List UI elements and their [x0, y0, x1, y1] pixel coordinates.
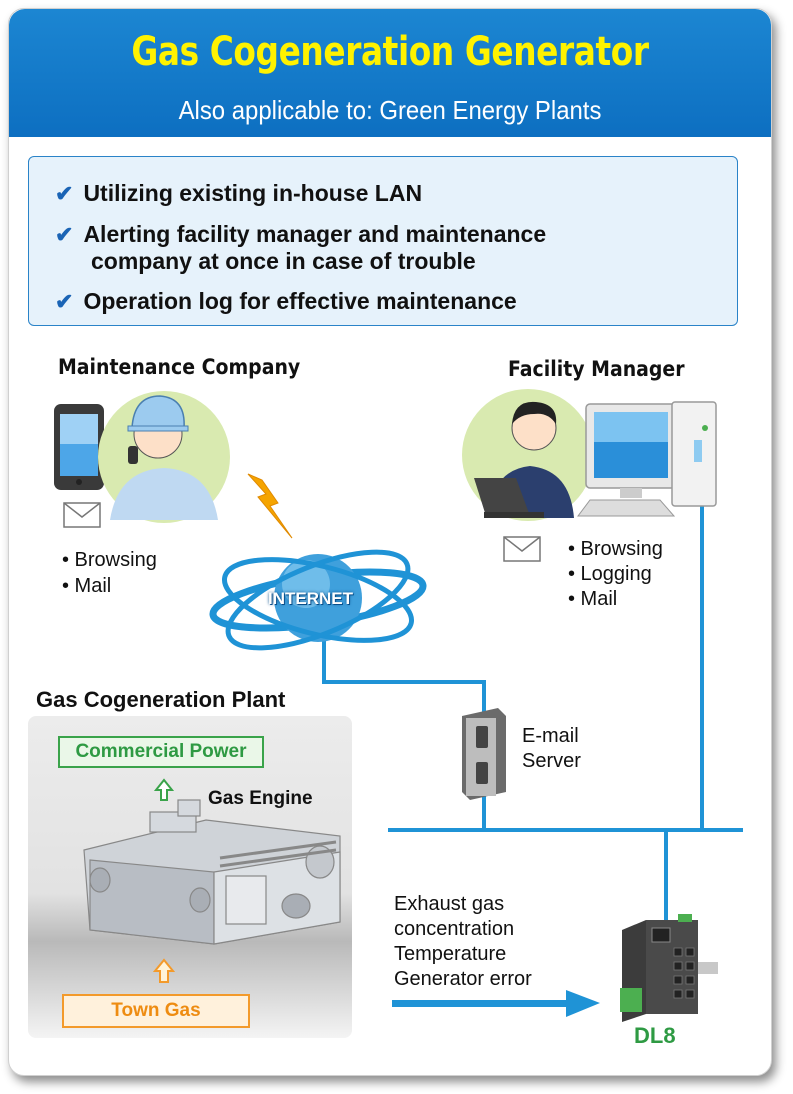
gas-engine-label: Gas Engine: [208, 788, 313, 809]
page-title: Gas Cogeneration Generator: [131, 29, 649, 75]
dl8-device-icon: [620, 914, 718, 1022]
email-server-icon: [462, 708, 506, 800]
signal-exhaust-gas: Exhaust gas: [394, 893, 505, 915]
signal-concentration: concentration: [394, 918, 515, 940]
mail-icon: [63, 502, 101, 528]
internet-label: INTERNET: [268, 589, 353, 608]
device-label: DL8: [634, 1023, 676, 1048]
signal-generator-error: Generator error: [394, 968, 532, 990]
commercial-power-label: Commercial Power: [58, 736, 264, 768]
signal-temperature: Temperature: [394, 943, 507, 965]
email-server-label-line2: Server: [522, 750, 581, 772]
maintenance-item-mail: • Mail: [62, 575, 112, 597]
check-icon: ✔: [55, 222, 74, 247]
page-subtitle: Also applicable to: Green Energy Plants: [178, 95, 602, 125]
facility-item-logging: • Logging: [568, 563, 652, 585]
facility-manager-icon: [462, 389, 594, 521]
maintenance-worker-icon: [98, 391, 230, 523]
feature-item-continued: company at once in case of trouble: [91, 248, 476, 274]
check-icon: ✔: [55, 181, 74, 206]
facility-manager-title: Facility Manager: [508, 357, 685, 381]
town-gas-label: Town Gas: [62, 994, 250, 1028]
check-icon: ✔: [55, 289, 74, 314]
lightning-icon: [247, 473, 293, 539]
network-lines: [322, 505, 743, 924]
mail-icon: [503, 536, 541, 562]
plant-title: Gas Cogeneration Plant: [36, 687, 286, 712]
header-banner: Gas Cogeneration Generator Also applicab…: [9, 9, 771, 137]
maintenance-item-browsing: • Browsing: [62, 549, 157, 571]
feature-item: ✔Alerting facility manager and maintenan…: [55, 221, 547, 247]
feature-item: ✔Utilizing existing in-house LAN: [55, 180, 423, 206]
features-box: ✔Utilizing existing in-house LAN ✔Alerti…: [28, 156, 738, 326]
feature-item: ✔Operation log for effective maintenance: [55, 288, 517, 314]
signal-arrow: [392, 990, 600, 1017]
internet-globe-icon: [209, 549, 427, 651]
email-server-label-line1: E-mail: [522, 725, 579, 747]
facility-item-mail: • Mail: [568, 588, 618, 610]
maintenance-company-title: Maintenance Company: [58, 355, 301, 379]
facility-item-browsing: • Browsing: [568, 538, 663, 560]
smartphone-icon: [54, 404, 104, 490]
desktop-computer-icon: [577, 401, 717, 517]
